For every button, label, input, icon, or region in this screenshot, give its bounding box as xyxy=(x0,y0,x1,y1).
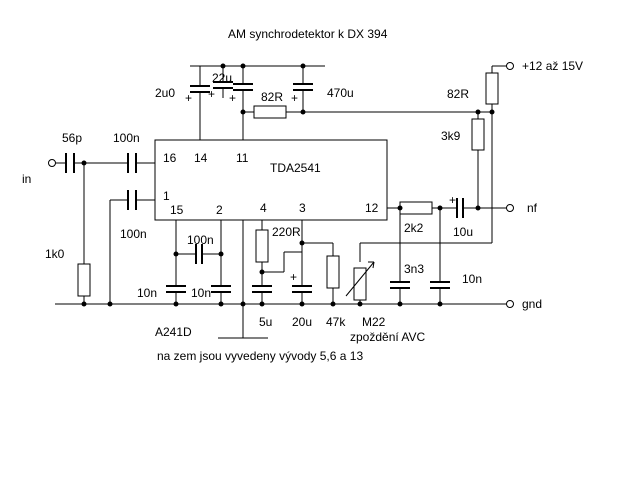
supply-label: +12 až 15V xyxy=(522,59,583,73)
label-10n-right: 10n xyxy=(462,272,482,286)
capacitor-100n-mid xyxy=(195,244,203,264)
capacitors: + + + + + + xyxy=(65,81,464,293)
diagram-title: AM synchrodetektor k DX 394 xyxy=(228,27,388,41)
ic-pin-16: 16 xyxy=(163,151,177,165)
label-m22: M22 xyxy=(362,315,386,329)
label-82r-top: 82R xyxy=(447,87,469,101)
capacitor-5u xyxy=(252,285,272,293)
ic-pin-14: 14 xyxy=(194,151,208,165)
plus-sign: + xyxy=(291,91,298,105)
plus-sign: + xyxy=(290,270,297,284)
label-100n-mid: 100n xyxy=(187,233,214,247)
ic-pin-11: 11 xyxy=(236,151,249,165)
plus-sign: + xyxy=(449,193,456,207)
label-10n-a: 10n xyxy=(137,286,157,300)
label-2u0: 2u0 xyxy=(155,86,175,100)
plus-sign: + xyxy=(185,91,192,105)
label-1k0: 1k0 xyxy=(45,247,65,261)
ic-pin-4: 4 xyxy=(260,201,267,215)
capacitor-10n-b xyxy=(211,285,231,293)
ic-pin-3: 3 xyxy=(299,201,306,215)
label-3n3: 3n3 xyxy=(404,262,424,276)
capacitor-10n-right xyxy=(430,281,450,289)
capacitor-3n3 xyxy=(390,281,410,289)
ic-pin-15: 15 xyxy=(170,203,184,217)
resistors xyxy=(77,72,499,301)
capacitor-100n-in xyxy=(127,153,137,173)
potentiometer-m22 xyxy=(345,261,375,301)
plus-sign: + xyxy=(208,87,215,101)
capacitor-100n-pin1 xyxy=(127,190,137,210)
capacitor-20u xyxy=(292,285,312,293)
label-82r-mid: 82R xyxy=(261,90,283,104)
label-100n-pin1: 100n xyxy=(120,227,147,241)
terminals xyxy=(48,62,514,308)
label-3k9: 3k9 xyxy=(441,129,461,143)
capacitor-10u xyxy=(456,198,464,218)
label-2k2: 2k2 xyxy=(404,221,424,235)
resistor-82r-mid xyxy=(253,105,287,119)
ic-body xyxy=(154,139,388,221)
output-terminal xyxy=(506,204,514,212)
ground-terminal xyxy=(506,300,514,308)
ic-pin-12: 12 xyxy=(365,201,379,215)
label-56p: 56p xyxy=(62,131,82,145)
input-terminal xyxy=(48,159,56,167)
label-avc-delay: zpoždění AVC xyxy=(350,330,425,344)
junctions xyxy=(81,63,495,307)
ic-tda2541: TDA2541 16 14 11 1 15 2 4 3 12 xyxy=(154,139,388,221)
ic-pin-1: 1 xyxy=(163,189,170,203)
label-20u: 20u xyxy=(292,315,312,329)
label-22u: 22u xyxy=(212,71,232,85)
plus-sign: + xyxy=(229,91,236,105)
resistor-3k9 xyxy=(471,118,485,151)
label-nf: nf xyxy=(527,201,538,215)
label-100n-in: 100n xyxy=(113,131,140,145)
capacitor-56p xyxy=(65,153,75,173)
wires xyxy=(55,65,507,339)
resistor-1k0 xyxy=(77,263,91,297)
capacitor-470u xyxy=(293,83,313,91)
capacitor-22u xyxy=(213,81,233,89)
label-5u: 5u xyxy=(259,315,272,329)
capacitor-pin11 xyxy=(233,83,253,91)
ic-pin-2: 2 xyxy=(216,203,223,217)
ic-name: TDA2541 xyxy=(270,161,321,175)
label-a241d: A241D xyxy=(155,325,192,339)
label-in: in xyxy=(22,172,31,186)
labels: AM synchrodetektor k DX 394 +12 až 15V 2… xyxy=(22,27,583,363)
label-47k: 47k xyxy=(326,315,346,329)
label-10u: 10u xyxy=(453,225,473,239)
supply-terminal xyxy=(506,62,514,70)
label-470u: 470u xyxy=(327,86,354,100)
label-gnd: gnd xyxy=(522,297,542,311)
resistor-47k xyxy=(326,255,340,289)
note-ground-pins: na zem jsou vyvedeny vývody 5,6 a 13 xyxy=(157,349,363,363)
resistor-82r-top xyxy=(485,72,499,105)
resistor-2k2 xyxy=(399,201,433,215)
capacitor-10n-a xyxy=(166,285,186,293)
label-10n-b: 10n xyxy=(191,286,211,300)
capacitor-2u0 xyxy=(190,85,210,93)
resistor-220r xyxy=(255,229,269,263)
label-220r: 220R xyxy=(272,225,301,239)
